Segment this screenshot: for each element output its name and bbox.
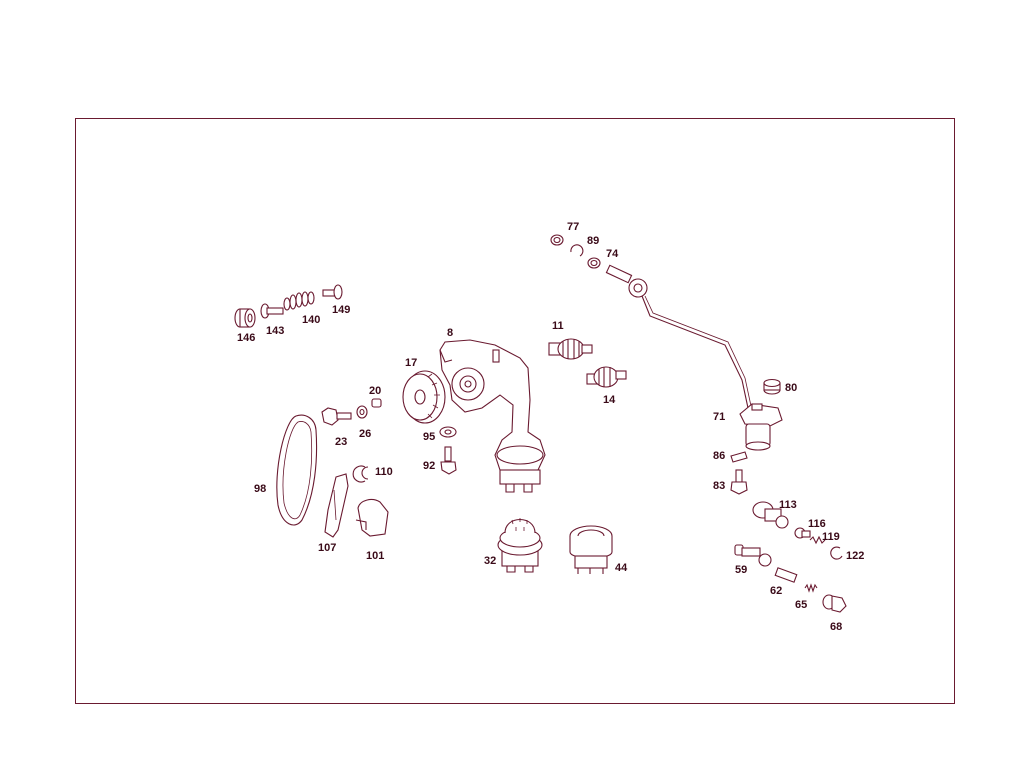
label-101: 101 (366, 550, 384, 562)
label-23: 23 (335, 436, 347, 448)
part-107-guide[interactable] (324, 473, 349, 538)
part-89-clip[interactable] (570, 244, 584, 257)
label-17: 17 (405, 357, 417, 369)
part-8-oil-pump[interactable] (439, 339, 546, 493)
part-65-spring[interactable] (804, 583, 818, 593)
part-140-spring[interactable] (283, 291, 315, 311)
part-116[interactable] (794, 527, 811, 539)
part-83-bolt[interactable] (730, 469, 748, 495)
label-89: 89 (587, 235, 599, 247)
label-77: 77 (567, 221, 579, 233)
label-86: 86 (713, 450, 725, 462)
label-62: 62 (770, 585, 782, 597)
diagram-frame (75, 118, 955, 704)
part-119-spring[interactable] (809, 535, 826, 545)
part-26-washer[interactable] (356, 405, 368, 419)
part-110-clip[interactable] (352, 465, 369, 483)
part-11-gear[interactable] (548, 338, 593, 360)
label-8: 8 (447, 327, 453, 339)
label-80: 80 (785, 382, 797, 394)
label-26: 26 (359, 428, 371, 440)
label-119: 119 (822, 531, 840, 543)
part-44-cup[interactable] (569, 525, 613, 574)
part-14-gear[interactable] (586, 366, 627, 388)
part-80-cap[interactable] (763, 378, 781, 395)
label-116: 116 (808, 518, 826, 530)
part-98-chain[interactable] (276, 414, 318, 526)
label-107: 107 (318, 542, 336, 554)
part-143[interactable] (260, 303, 284, 319)
part-59-bolt[interactable] (734, 544, 772, 567)
part-74-sensor[interactable] (605, 264, 752, 409)
label-32: 32 (484, 555, 496, 567)
label-146: 146 (237, 332, 255, 344)
label-113: 113 (779, 499, 797, 511)
part-146[interactable] (234, 308, 256, 328)
part-95-washer[interactable] (439, 426, 457, 438)
part-23-bolt[interactable] (321, 407, 352, 426)
label-11: 11 (552, 320, 564, 332)
part-17-sprocket[interactable] (402, 370, 446, 424)
label-149: 149 (332, 304, 350, 316)
part-101-tensioner[interactable] (355, 499, 389, 537)
label-44: 44 (615, 562, 628, 574)
label-110: 110 (375, 466, 393, 478)
part-113-fitting[interactable] (752, 501, 789, 529)
label-95: 95 (423, 431, 435, 443)
part-32-strainer[interactable] (497, 518, 543, 573)
part-20-bushing[interactable] (371, 398, 382, 408)
label-92: 92 (423, 460, 435, 472)
label-20: 20 (369, 385, 381, 397)
label-122: 122 (846, 550, 864, 562)
part-77-ring[interactable] (550, 234, 564, 246)
label-74: 74 (606, 248, 619, 260)
label-98: 98 (254, 483, 266, 495)
label-59: 59 (735, 564, 747, 576)
label-65: 65 (795, 599, 807, 611)
part-149-bolt[interactable] (322, 284, 343, 300)
label-68: 68 (830, 621, 842, 633)
part-62-pin[interactable] (774, 567, 798, 583)
label-140: 140 (302, 314, 320, 326)
label-14: 14 (603, 394, 616, 406)
part-92-bolt[interactable] (440, 446, 457, 475)
part-86-washer[interactable] (730, 451, 748, 463)
part-74-ring[interactable] (587, 257, 601, 269)
part-68-plug[interactable] (822, 594, 847, 613)
label-83: 83 (713, 480, 725, 492)
part-122-ring[interactable] (830, 546, 843, 560)
label-143: 143 (266, 325, 284, 337)
part-71-sensor-housing[interactable] (739, 403, 783, 451)
label-71: 71 (713, 411, 725, 423)
